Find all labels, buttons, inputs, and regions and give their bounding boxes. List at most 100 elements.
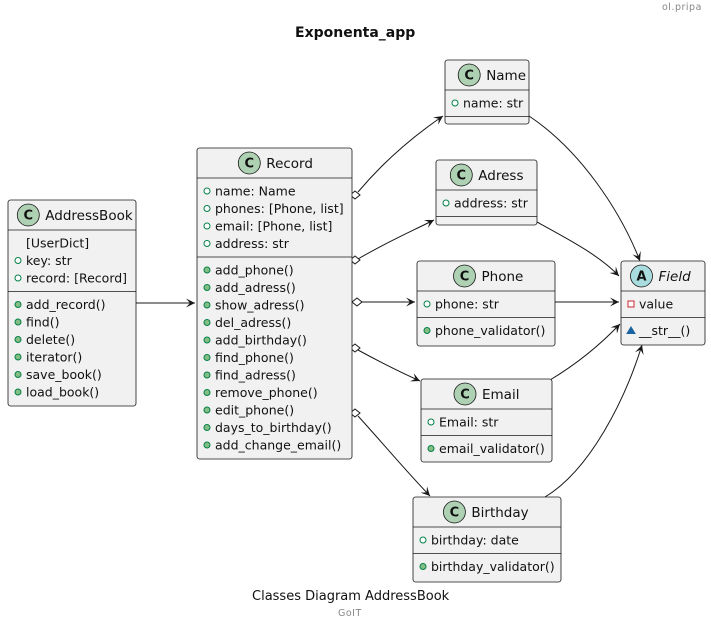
class-attribute: address: str [215,236,290,251]
class-method: __str__() [638,323,690,338]
public-visibility-icon [442,199,450,207]
public-visibility-icon [203,205,211,212]
public-method-icon [423,327,431,334]
protected-visibility-icon [626,326,636,334]
arrowhead [186,298,195,308]
class-name: Birthday [471,505,528,521]
class-method: phone_validator() [435,323,545,338]
public-method-icon [203,284,211,291]
arrowhead [609,266,619,276]
class-box [7,199,137,407]
class-method: load_book() [26,385,99,400]
relation-line [528,115,641,262]
stereotype-letter: C [450,506,460,521]
class-attribute: [UserDict] [26,236,89,251]
public-visibility-icon [419,536,427,544]
public-method-icon [203,354,211,361]
arrowhead [420,486,430,496]
class-attribute: name: str [463,96,524,111]
relation-addressbook-to-record [136,298,195,308]
class-attribute: key: str [26,253,73,268]
diagram-caption: Classes Diagram AddressBook [252,589,450,604]
class-adress[interactable]: C Adress address: str [435,159,538,226]
class-name: AddressBook [45,208,133,224]
class-name: Adress [478,168,523,184]
stereotype-letter: C [457,169,467,184]
class-name: Phone [482,269,524,285]
relations-layer [136,115,644,498]
class-method: delete() [26,332,75,347]
public-visibility-icon [203,187,211,195]
class-icon [16,203,40,227]
class-icon [453,382,477,406]
public-method-icon [14,336,22,343]
class-birthday[interactable]: C Birthday birthday: date birthday_validato… [412,496,562,583]
stereotype-letter: C [460,388,470,403]
class-method: add_birthday() [215,333,307,348]
public-visibility-icon [203,222,211,230]
class-method: edit_phone() [215,403,294,418]
relation-line [549,323,621,381]
class-attribute: name: Name [215,184,296,199]
relation-birthday-to-field [544,344,644,498]
class-method: add_change_email() [215,438,341,453]
class-method: add_adress() [215,280,296,295]
public-visibility-icon [451,99,459,107]
aggregation-diamond [349,190,361,200]
header-author: ol.pripa [662,2,702,13]
public-method-icon [203,371,211,379]
diagram-title: Exponenta_app [295,25,416,41]
arrowhead [423,219,434,229]
public-method-icon [203,336,211,344]
footer-text: GoIT [338,608,362,619]
class-method: find_adress() [215,368,296,383]
arrowhead [634,345,644,355]
class-name: Record [266,156,313,172]
public-method-icon [14,388,22,396]
public-visibility-icon [14,274,22,282]
arrowhead [409,373,420,382]
arrowhead [632,250,641,261]
public-visibility-icon [423,300,431,308]
class-attribute: Email: str [439,415,499,430]
public-visibility-icon [203,240,211,247]
aggregation-diamond [349,408,361,418]
class-method: del_adress() [215,315,291,330]
class-method: email_validator() [439,441,545,456]
classes-layer: C AddressBook [UserDict] key: str record: [R… [7,59,706,583]
class-method: find_phone() [215,350,294,365]
class-name: Name [486,68,526,84]
relation-line [536,221,620,277]
relation-line [357,415,431,497]
public-method-icon [203,406,211,414]
abstract-class-icon [630,264,653,288]
aggregation-diamond [349,255,361,265]
class-attribute: birthday: date [431,533,519,548]
public-method-icon [203,266,211,274]
class-attribute: phones: [Phone, list] [215,201,344,216]
class-icon [237,151,261,175]
class-method: iterator() [26,350,82,365]
arrowhead [610,297,619,307]
stereotype-letter: C [245,157,255,172]
class-method: remove_phone() [215,385,318,400]
class-attribute: email: [Phone, list] [215,219,332,234]
class-attribute: address: str [454,196,529,211]
relation-record-to-name [349,115,444,200]
relation-name-to-field [528,115,641,262]
class-icon [457,63,481,87]
class-attribute: record: [Record] [26,271,127,286]
class-name: Email [482,387,519,403]
class-method: birthday_validator() [431,559,555,574]
public-method-icon [14,371,22,378]
relation-record-to-phone [351,297,415,307]
class-record[interactable]: C Record name: Name phones: [Phone, list] em… [196,147,353,460]
class-box [420,378,553,463]
arrowhead [406,297,415,307]
public-method-icon [14,301,22,308]
